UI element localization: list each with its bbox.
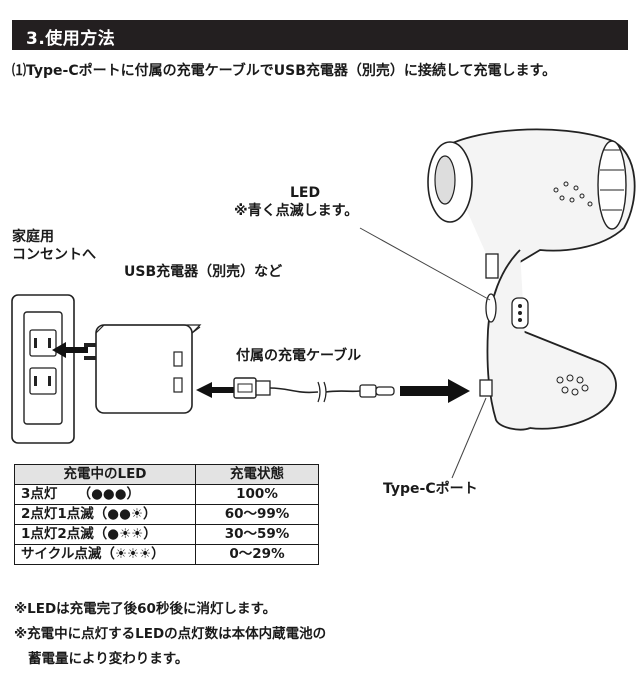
led-label-line2: ※青く点滅します。 xyxy=(234,203,359,219)
table-row: 2点灯1点滅（●●☀） 60～99% xyxy=(14,504,319,525)
table-cell: 60～99% xyxy=(195,504,319,525)
cable xyxy=(269,387,319,394)
cable-label: 付属の充電ケーブル xyxy=(236,348,362,364)
led-status-table: 充電中のLED 充電状態 3点灯 （●●●） 100% 2点灯1点滅（●●☀） … xyxy=(14,464,319,565)
note-line-1: ※LEDは充電完了後60秒後に消灯します。 xyxy=(14,601,277,617)
table-header-status: 充電状態 xyxy=(195,464,319,485)
usb-a-plug xyxy=(233,377,257,399)
step-instruction: ⑴Type-Cポートに付属の充電ケーブルでUSB充電器（別売）に接続して充電しま… xyxy=(12,63,557,79)
table-header-led: 充電中のLED xyxy=(14,464,196,485)
charger-arrow xyxy=(196,382,234,398)
table-cell: 3点灯 （●●●） xyxy=(14,484,196,505)
table-cell: サイクル点滅（☀☀☀） xyxy=(14,544,196,565)
wall-outlet-illustration xyxy=(11,294,75,444)
led-label-line1: LED xyxy=(290,185,321,201)
table-cell: 2点灯1点滅（●●☀） xyxy=(14,504,196,525)
outlet-label-line1: 家庭用 xyxy=(12,229,54,245)
type-c-plug xyxy=(359,384,377,398)
note-line-3: 蓄電量により変わります。 xyxy=(28,651,189,667)
table-row: 3点灯 （●●●） 100% xyxy=(14,484,319,505)
table-cell: 100% xyxy=(195,484,319,505)
section-header: 3.使用方法 xyxy=(12,20,628,50)
table-cell: 30～59% xyxy=(195,524,319,545)
table-header-row: 充電中のLED 充電状態 xyxy=(14,464,319,485)
table-row: サイクル点滅（☀☀☀） 0～29% xyxy=(14,544,319,565)
plug-in-arrow xyxy=(52,342,88,358)
connect-arrow xyxy=(400,379,470,403)
note-line-2: ※充電中に点灯するLEDの点灯数は本体内蔵電池の xyxy=(14,626,327,642)
port-label: Type-Cポート xyxy=(383,481,478,497)
table-cell: 1点灯2点滅（●☀☀） xyxy=(14,524,196,545)
outlet-label-line2: コンセントへ xyxy=(12,247,96,263)
charger-label: USB充電器（別売）など xyxy=(124,264,283,280)
usb-charger-illustration xyxy=(84,324,202,414)
table-row: 1点灯2点滅（●☀☀） 30～59% xyxy=(14,524,319,545)
section-title: 3.使用方法 xyxy=(26,29,116,49)
table-cell: 0～29% xyxy=(195,544,319,565)
port-leader-line xyxy=(451,397,487,479)
led-leader-line xyxy=(359,227,491,301)
device-illustration xyxy=(427,128,636,431)
